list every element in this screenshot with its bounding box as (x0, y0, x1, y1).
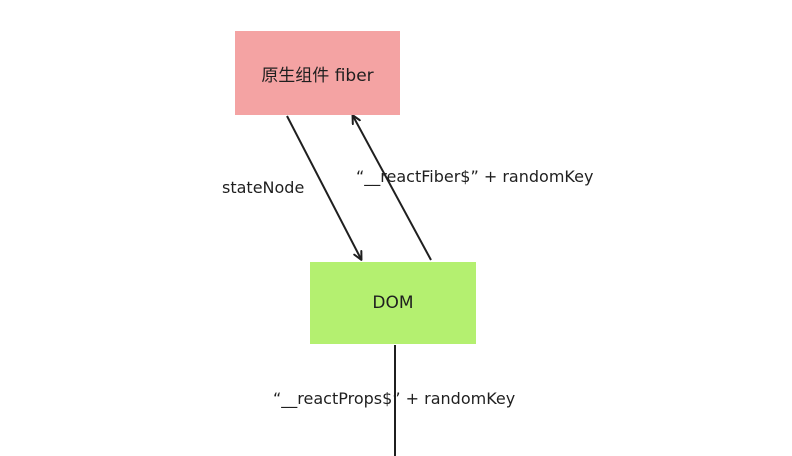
state-node-label: stateNode (222, 178, 305, 197)
dom-node: DOM (310, 262, 476, 344)
react-fiber-arrow (351, 114, 432, 261)
react-props-label: “__reactProps$” + randomKey (273, 389, 516, 408)
dom-node-label: DOM (372, 293, 414, 313)
fiber-node-label: 原生组件 fiber (261, 65, 374, 86)
fiber-node: 原生组件 fiber (235, 31, 400, 115)
react-fiber-label: “__reactFiber$” + randomKey (356, 167, 594, 186)
